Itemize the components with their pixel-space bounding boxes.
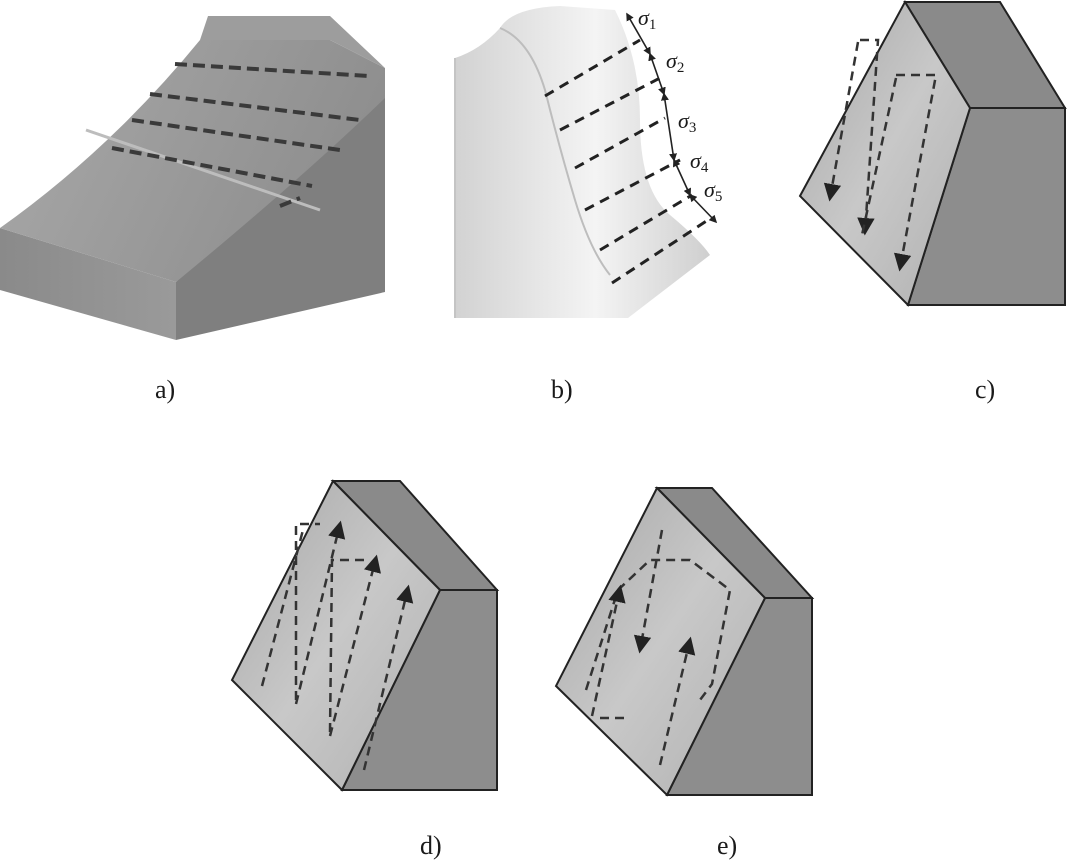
caption-d: d) xyxy=(420,831,442,860)
panel-a-anchor-line xyxy=(279,196,301,208)
panel-a-anchor-line xyxy=(111,146,313,188)
stress-label-3: σ3 xyxy=(678,108,696,136)
panel-e-wedge xyxy=(554,486,815,797)
panel-c-flow-lines xyxy=(823,38,938,272)
panel-b-anchor-line xyxy=(544,38,641,98)
panel-d-flow-lines xyxy=(260,520,414,771)
panel-a-reference-line xyxy=(85,128,321,212)
panel-d-flow-line xyxy=(362,584,414,771)
panel-b-slope-profile: σ1 σ2 σ3 σ4 σ5 xyxy=(454,5,722,318)
stress-label-1: σ1 xyxy=(638,5,656,33)
stress-label-4: σ4 xyxy=(690,148,709,176)
panel-d-flow-line xyxy=(328,554,381,737)
panel-d-flow-line xyxy=(328,558,370,733)
panel-e-flow-line xyxy=(658,636,696,766)
panel-d-flow-line xyxy=(294,520,346,705)
panel-b-body xyxy=(455,6,710,318)
panel-a-slope-surface xyxy=(0,40,385,282)
panel-b-anchor-line xyxy=(574,116,666,170)
panel-a-anchor-line xyxy=(174,62,369,78)
panel-a-anchor-lines xyxy=(111,62,369,208)
panel-d-flow-line xyxy=(260,529,305,687)
panel-c-flow-line xyxy=(823,41,860,202)
stress-arrow xyxy=(688,193,718,224)
panel-e-flow-lines xyxy=(584,529,732,766)
panel-d-wedge xyxy=(230,479,500,792)
caption-e: e) xyxy=(717,831,738,860)
panel-e-flow-line xyxy=(633,529,664,654)
panel-b-anchor-line xyxy=(611,218,709,285)
panel-b-stress-arrows xyxy=(626,12,718,224)
stress-arrow xyxy=(648,52,666,96)
stress-arrow xyxy=(626,12,651,56)
stress-arrow xyxy=(661,92,677,162)
panel-c-flow-line xyxy=(857,38,880,236)
panel-b-anchor-lines xyxy=(544,38,709,285)
caption-c: c) xyxy=(975,375,996,404)
panel-c-wedge xyxy=(798,0,1067,307)
panel-a-front-face xyxy=(0,228,176,340)
stress-label-5: σ5 xyxy=(704,177,722,205)
panel-e-flow-line xyxy=(590,584,626,717)
panel-b-anchor-line xyxy=(584,158,681,212)
caption-b: b) xyxy=(551,375,573,404)
panel-c-slope-face xyxy=(798,0,972,307)
stress-label-2: σ2 xyxy=(666,48,684,76)
panel-a-slope-model xyxy=(0,16,385,340)
panel-d-slope-face xyxy=(230,479,442,792)
panel-b-anchor-line xyxy=(599,193,693,252)
panel-b-surface-contour xyxy=(499,27,611,276)
panel-e-loop xyxy=(584,558,732,701)
panel-b-anchor-line xyxy=(559,76,661,132)
panel-c-flow-line xyxy=(893,73,938,272)
caption-a: a) xyxy=(155,375,176,404)
stress-arrow xyxy=(673,158,691,197)
panel-c-flow-line xyxy=(860,77,898,236)
panel-a-crest xyxy=(200,16,385,68)
